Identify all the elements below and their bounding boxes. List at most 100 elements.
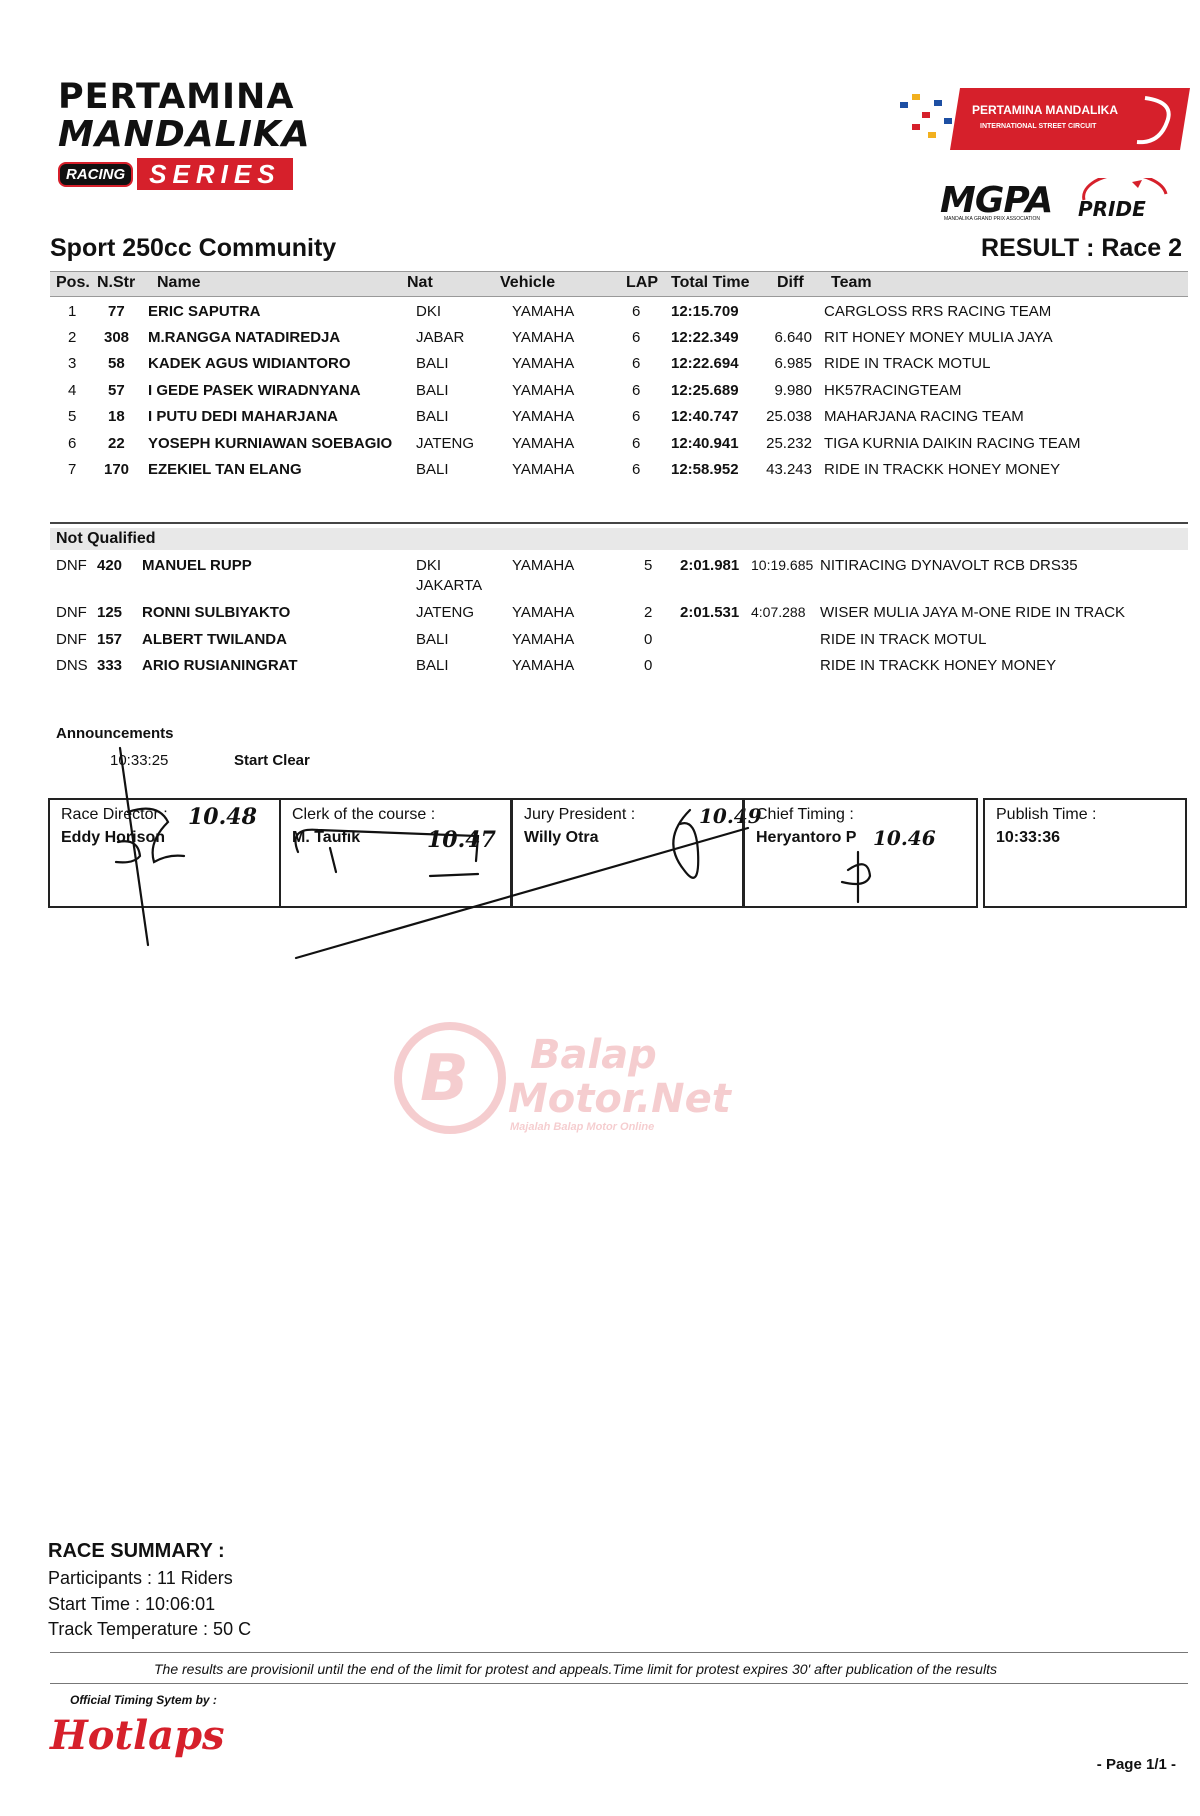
mandalika-circuit-logo: PERTAMINA MANDALIKA INTERNATIONAL STREET… [900,88,1190,150]
chief-timing-label: Chief Timing : [756,806,854,823]
col-lap: LAP [626,274,658,291]
cell-team: RIDE IN TRACK MOTUL [820,631,987,648]
summary-participants: Participants : 11 Riders [48,1568,233,1588]
cell-best: 2:01.531 [680,604,740,621]
logo-line-mandalika: MANDALIKA [58,114,311,155]
cell-nat: DKI [416,557,442,574]
summary-start-time: Start Time : 10:06:01 [48,1594,216,1614]
publish-time-box: Publish Time : 10:33:36 [983,798,1187,908]
official-timing-label: Official Timing Sytem by : [70,1693,217,1707]
col-diff: Diff [777,274,804,291]
col-total-time: Total Time [671,274,750,291]
cell-nstr: 157 [97,631,123,648]
announcement-message: Start Clear [234,752,310,769]
cell-pos: 6 [68,435,77,452]
cell-name: ARIO RUSIANINGRAT [142,657,298,674]
cell-name: RONNI SULBIYAKTO [142,604,291,621]
cell-team: RIT HONEY MONEY MULIA JAYA [824,329,1053,346]
section-divider [50,522,1188,524]
cell-diff: 4:07.288 [751,604,806,620]
race-summary-title: RACE SUMMARY : [48,1540,225,1562]
mgpa-text: MGPA [940,180,1053,221]
cell-nstr: 77 [108,303,125,320]
cell-lap: 6 [632,435,641,452]
clerk-label: Clerk of the course : [292,806,436,823]
cell-team: TIGA KURNIA DAIKIN RACING TEAM [824,435,1081,452]
cell-nstr: 420 [97,557,123,574]
cell-name: EZEKIEL TAN ELANG [148,461,302,478]
cell-nstr: 22 [108,435,125,452]
cell-diff: 9.980 [774,382,812,399]
cell-lap: 6 [632,329,641,346]
cell-nat: JATENG [416,604,475,621]
cell-pos: 4 [68,382,77,399]
cell-best: 2:01.981 [680,557,740,574]
chief-timing-name: Heryantoro P [756,829,857,846]
clerk-of-course-box: Clerk of the course : M. Taufik 10.47 [279,798,512,908]
col-nat: Nat [407,274,433,291]
cell-pos: 1 [68,303,77,320]
jury-president-box: Jury President : Willy Otra 10.49 [511,798,762,908]
cell-pos: 7 [68,461,77,478]
logo-series-tag: SERIES [137,158,293,190]
cell-diff: 25.038 [766,408,812,425]
event-title: Sport 250cc Community [50,234,337,262]
pride-logo: PRIDE [1078,178,1168,221]
cell-lap: 5 [644,557,653,574]
watermark-line2: Motor.Net [508,1076,733,1122]
cell-nstr: 18 [108,408,125,425]
result-title: RESULT : Race 2 [981,234,1182,262]
cell-team: MAHARJANA RACING TEAM [824,408,1024,425]
cell-name: M.RANGGA NATADIREDJA [148,329,341,346]
announcements-title: Announcements [56,725,174,742]
publish-time-label: Publish Time : [996,806,1097,823]
cell-nstr: 308 [104,329,130,346]
race-director-name: Eddy Horison [61,829,166,846]
cell-diff: 43.243 [766,461,812,478]
cell-status: DNF [56,557,87,574]
cell-lap: 0 [644,657,653,674]
cell-lap: 6 [632,382,641,399]
cell-name: I GEDE PASEK WIRADNYANA [148,382,361,399]
cell-vehicle: YAMAHA [512,408,575,425]
col-name: Name [157,274,201,291]
cell-time: 12:15.709 [671,303,739,320]
col-nstr: N.Str [97,274,136,291]
cell-nat: BALI [416,657,449,674]
race-director-box: Race Director : Eddy Horison 10.48 [48,798,281,908]
cell-name: I PUTU DEDI MAHARJANA [148,408,339,425]
mgpa-logo: MGPA [940,180,1053,221]
cell-lap: 0 [644,631,653,648]
mgpa-subtitle: MANDALIKA GRAND PRIX ASSOCIATION [944,216,1041,222]
cell-team: RIDE IN TRACKK HONEY MONEY [820,657,1057,674]
race-director-label: Race Director : [61,806,168,823]
cell-name: YOSEPH KURNIAWAN SOEBAGIO [148,435,393,452]
signature-stroke [294,826,750,960]
jury-name: Willy Otra [524,829,599,846]
logo-racing-tag: RACING [58,161,134,187]
signature-stroke [294,828,480,863]
cell-vehicle: YAMAHA [512,382,575,399]
cell-vehicle: YAMAHA [512,303,575,320]
cell-vehicle: YAMAHA [512,557,575,574]
cell-time: 12:40.941 [671,435,739,452]
cell-nat: BALI [416,631,449,648]
pertamina-mandalika-logo: PERTAMINA MANDALIKA RACING SERIES [58,77,311,198]
cell-name: ERIC SAPUTRA [148,303,261,320]
col-team: Team [831,274,872,291]
signature-stroke [114,840,142,864]
results-table-header [50,271,1188,297]
cell-vehicle: YAMAHA [512,461,575,478]
watermark-b: B [420,1042,469,1116]
clerk-name: M. Taufik [292,829,361,846]
cell-nstr: 58 [108,355,125,372]
cell-nat-line2: JAKARTA [416,577,483,594]
logo-line-pertamina: PERTAMINA [58,77,295,117]
cell-nat: JABAR [416,329,465,346]
signature-stroke [118,746,150,947]
cell-pos: 5 [68,408,77,425]
footer-rule-top [50,1652,1188,1653]
handwritten-signatures [114,746,872,960]
page-number: - Page 1/1 - [1096,1756,1176,1773]
banner-line2: INTERNATIONAL STREET CIRCUIT [980,123,1097,130]
